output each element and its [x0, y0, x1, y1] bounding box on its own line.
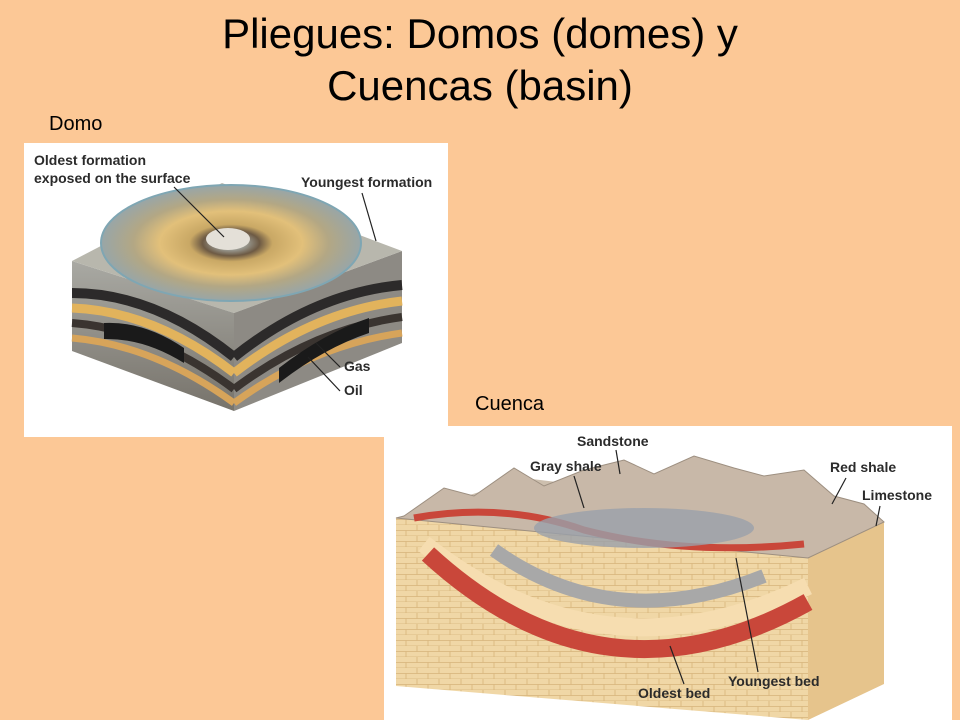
dome-leader-oil	[307, 356, 341, 392]
basin-ridges	[395, 455, 885, 559]
basin-illustration: Sandstone Gray shale Red shale Limestone…	[395, 433, 932, 720]
dome-oil-trap	[104, 322, 184, 363]
basin-diagram: Sandstone Gray shale Red shale Limestone…	[384, 426, 952, 720]
basin-leader-youngest-bed	[735, 557, 759, 673]
basin-label-sandstone: Sandstone	[577, 433, 649, 449]
dome-label-oldest-line2: exposed on the surface	[34, 170, 191, 186]
slide-title-line-1: Pliegues: Domos (domes) y	[222, 10, 738, 57]
basin-label-limestone: Limestone	[862, 487, 932, 503]
dome-layer-gold2-left	[71, 334, 237, 406]
dome-leader-oldest	[173, 186, 225, 238]
dome-layer-gold-left	[71, 303, 237, 377]
dome-core	[206, 228, 250, 250]
dome-label-gas: Gas	[344, 358, 371, 374]
dome-label-youngest: Youngest formation	[301, 174, 432, 190]
basin-bed-gray-shale	[489, 544, 767, 608]
basin-leader-oldest-bed	[669, 645, 685, 685]
basin-leader-sandstone	[615, 449, 621, 475]
dome-layer-dark-right	[230, 280, 403, 361]
dome-label-oldest-line1: Oldest formation	[34, 152, 146, 168]
dome-layer-dark2-right	[231, 313, 403, 393]
basin-leader-limestone	[875, 505, 881, 527]
slide-title: Pliegues: Domos (domes) y Cuencas (basin…	[0, 8, 960, 112]
basin-side-face	[808, 522, 884, 720]
dome-caption: Domo	[49, 113, 103, 135]
dome-leader-gas	[315, 342, 341, 368]
dome-layer-dark-left	[71, 288, 238, 361]
dome-illustration: Oldest formation exposed on the surface …	[34, 152, 432, 411]
basin-caption: Cuenca	[475, 393, 544, 415]
basin-leader-red-shale	[831, 477, 847, 505]
basin-leader-gray-shale	[573, 475, 585, 509]
dome-label-oil: Oil	[344, 382, 363, 398]
basin-bed-sandstone	[418, 536, 812, 637]
dome-leader-youngest	[361, 192, 377, 242]
basin-label-oldest-bed: Oldest bed	[638, 685, 710, 701]
basin-label-gray-shale: Gray shale	[530, 458, 602, 474]
basin-label-red-shale: Red shale	[830, 459, 896, 475]
basin-center-gray	[534, 508, 754, 548]
dome-layer-gold-right	[231, 296, 403, 377]
dome-diagram: Oldest formation exposed on the surface …	[24, 143, 448, 437]
basin-label-youngest-bed: Youngest bed	[728, 673, 820, 689]
dome-outer-ridge	[100, 184, 362, 302]
slide-title-line-2: Cuencas (basin)	[327, 62, 633, 109]
basin-bed-red-shale	[421, 547, 813, 659]
